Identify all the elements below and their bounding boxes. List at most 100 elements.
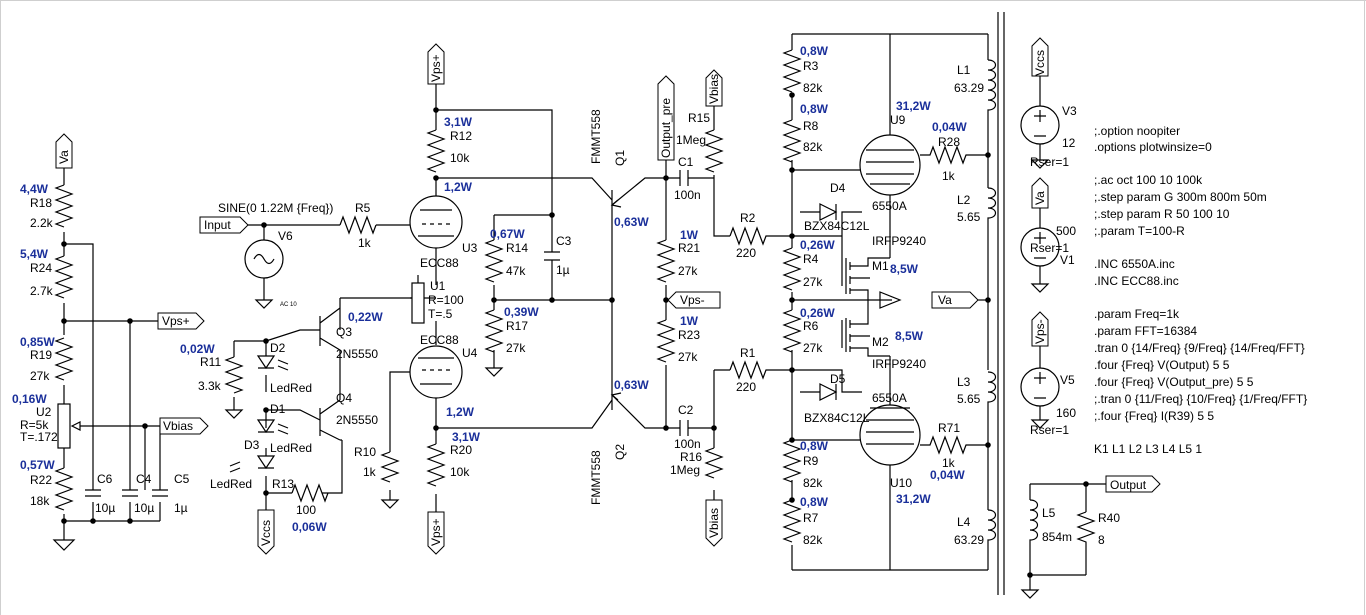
directive-line: ;.option noopiter xyxy=(1094,124,1180,138)
flag-output-pre: Output_pre xyxy=(659,98,673,158)
value-v3: 12 xyxy=(1062,136,1076,150)
directive-line: .INC ECC88.inc xyxy=(1094,274,1179,288)
speaker-output: Output L5 854m R40 8 xyxy=(1020,475,1161,599)
power-r24: 5,4W xyxy=(20,247,49,261)
ref-v5: V5 xyxy=(1060,373,1075,387)
power-r71: 0,04W xyxy=(930,468,965,482)
directive-line: ;.step param R 50 100 10 xyxy=(1094,207,1230,221)
directive-line: .four {Freq} V(Output_pre) 5 5 xyxy=(1094,375,1254,389)
power-r20: 3,1W xyxy=(452,430,481,444)
directive-line: ;.param T=100-R xyxy=(1094,224,1185,238)
power-r19: 0,85W xyxy=(20,335,55,349)
output-stage: Va 0,8W R3 82k 0,8W R8 82k D4 BZX84C12L … xyxy=(782,12,1005,595)
power-q3: 0,22W xyxy=(348,310,383,324)
ref-d1: D1 xyxy=(270,402,286,416)
power-r11: 0,02W xyxy=(180,342,215,356)
value-r4: 27k xyxy=(803,275,823,289)
value-r6: 27k xyxy=(803,341,823,355)
flag-vccs-left: Vccs xyxy=(259,520,273,546)
flag-vccs-right: Vccs xyxy=(1033,50,1047,76)
flag-vbias-bottom: Vbias xyxy=(707,508,721,538)
flag-vps-plus-bottom: Vps+ xyxy=(429,518,443,546)
ref-c4: C4 xyxy=(136,472,152,486)
supply-sources: Vccs V3 12 Rser=1 Va 500 Rser=1 V1 Vps- … xyxy=(1020,37,1077,437)
model-m2: IRFP9240 xyxy=(872,357,926,371)
flag-input: Input xyxy=(204,218,231,232)
power-r9: 0,8W xyxy=(800,439,829,453)
model-d1: LedRed xyxy=(270,441,312,455)
flag-vps-plus-top: Vps+ xyxy=(429,54,443,82)
power-r23: 1W xyxy=(680,314,699,328)
flag-vps-plus-left: Vps+ xyxy=(162,314,190,328)
flag-vps-minus-right: Vps- xyxy=(1033,319,1047,344)
ref-u2: U2 xyxy=(36,405,52,419)
value-r5: 1k xyxy=(358,236,372,250)
value-r28: 1k xyxy=(942,169,956,183)
value-c6: 10µ xyxy=(95,501,115,515)
directive-line: .options plotwinsize=0 xyxy=(1094,140,1212,154)
pot-u2-r: R=5k xyxy=(20,418,49,432)
ref-c1: C1 xyxy=(678,155,694,169)
value-c4: 10µ xyxy=(134,501,154,515)
ref-r11: R11 xyxy=(200,355,221,369)
ref-c6: C6 xyxy=(97,472,113,486)
model-q1: FMMT558 xyxy=(589,109,603,164)
ref-r10: R10 xyxy=(354,445,376,459)
power-m2: 8,5W xyxy=(895,329,924,343)
value-l1: 63.29 xyxy=(954,81,984,95)
directive-line: ;.ac oct 100 10 100k xyxy=(1094,173,1203,187)
power-r8: 0,8W xyxy=(800,102,829,116)
value-r9: 82k xyxy=(803,476,823,490)
ref-r9: R9 xyxy=(803,454,819,468)
value-r24: 2.7k xyxy=(30,284,54,298)
ref-u9: U9 xyxy=(890,113,906,127)
value-r19: 27k xyxy=(30,369,50,383)
power-u10: 31,2W xyxy=(896,492,931,506)
ref-r6: R6 xyxy=(803,319,819,333)
value-r3: 82k xyxy=(803,81,823,95)
directive-line: .param FFT=16384 xyxy=(1094,324,1197,338)
power-q1: 0,63W xyxy=(614,215,649,229)
ref-r23: R23 xyxy=(678,328,700,342)
pot-u1-r: R=100 xyxy=(428,293,464,307)
value-l4: 63.29 xyxy=(954,533,984,547)
ref-v6: V6 xyxy=(278,229,293,243)
value-r7: 82k xyxy=(803,533,823,547)
driver-tubes: Vps+ Vps+ 3,1W R12 10k 1,2W U3 ECC88 U1 … xyxy=(354,43,613,555)
rser-v3: Rser=1 xyxy=(1030,155,1069,169)
ref-c3: C3 xyxy=(556,234,572,248)
flag-va-right: Va xyxy=(1033,191,1047,205)
ref-r19: R19 xyxy=(30,348,52,362)
ref-r2: R2 xyxy=(740,211,756,225)
value-r18: 2.2k xyxy=(30,216,54,230)
ref-v1: V1 xyxy=(1060,253,1075,267)
ref-r13: R13 xyxy=(272,477,294,491)
value-c2: 100n xyxy=(674,437,701,451)
value-r14: 47k xyxy=(506,264,526,278)
led-bias: Vccs 0,02W R11 3.3k D2 LedRed D1 LedRed … xyxy=(180,297,412,555)
power-r21: 1W xyxy=(680,228,699,242)
ref-u1: U1 xyxy=(430,279,446,293)
value-r2: 220 xyxy=(736,246,756,260)
input-stage: Input SINE(0 1.22M {Freq}) R5 1k V6 AC 1… xyxy=(199,201,410,309)
power-r17: 0,39W xyxy=(504,305,539,319)
directive-line: ;.step param G 300m 800m 50m xyxy=(1094,190,1267,204)
ref-u10: U10 xyxy=(890,476,912,490)
model-u3: ECC88 xyxy=(420,256,459,270)
model-u9: 6550A xyxy=(872,199,907,213)
model-u4: ECC88 xyxy=(420,333,459,347)
value-r71: 1k xyxy=(942,456,956,470)
value-r1: 220 xyxy=(736,380,756,394)
ref-r12: R12 xyxy=(450,129,472,143)
ref-d4: D4 xyxy=(830,181,846,195)
ref-q1: Q1 xyxy=(613,150,627,166)
value-r17: 27k xyxy=(506,341,526,355)
value-c3: 1µ xyxy=(556,263,570,277)
flag-va-left: Va xyxy=(57,150,71,164)
ref-r7: R7 xyxy=(803,511,819,525)
power-r3: 0,8W xyxy=(800,44,829,58)
value-r40: 8 xyxy=(1098,533,1105,547)
ref-r22: R22 xyxy=(30,473,52,487)
value-r10: 1k xyxy=(363,465,377,479)
